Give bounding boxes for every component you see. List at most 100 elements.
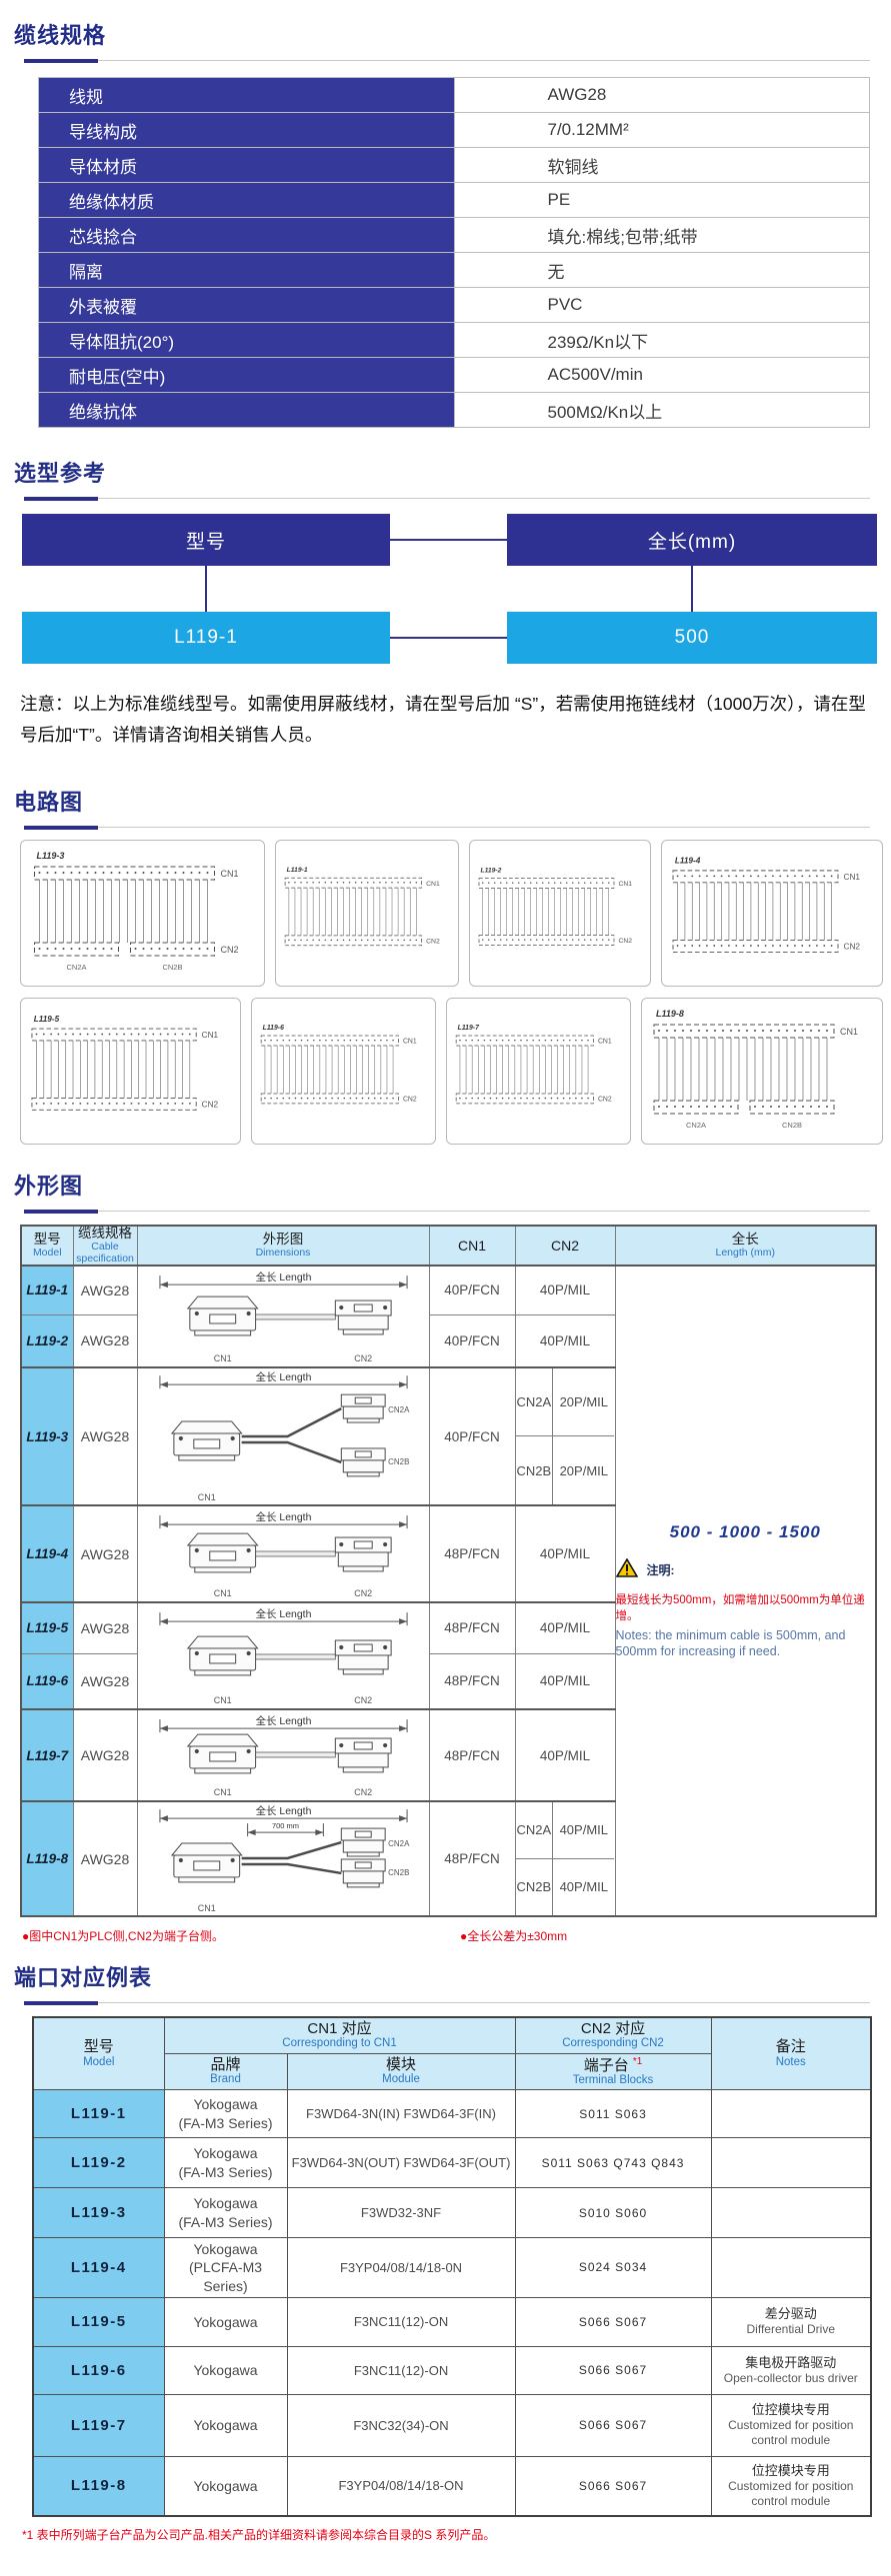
svg-text:CN2: CN2 xyxy=(354,1695,372,1705)
svg-text:CN1: CN1 xyxy=(844,873,861,882)
svg-text:CN1: CN1 xyxy=(213,1695,231,1705)
svg-text:全长 Length: 全长 Length xyxy=(255,1714,311,1727)
outline-model: L119-8 xyxy=(20,1800,74,1917)
outline-model: L119-7 xyxy=(20,1708,74,1802)
port-note-zh: 位控模块专用 xyxy=(751,2462,830,2478)
spec-value: PE xyxy=(453,182,870,218)
section-title-selection: 选型参考 xyxy=(14,461,107,486)
outline-spec: AWG28 xyxy=(72,1800,138,1917)
brand-line: (PLCFA-M3 Series) xyxy=(188,2259,263,2294)
svg-text:全长 Length: 全长 Length xyxy=(255,1804,311,1817)
port-module: F3YP04/08/14/18-0N xyxy=(286,2237,516,2298)
svg-text:CN2: CN2 xyxy=(403,1097,417,1104)
port-module: F3NC11(12)-ON xyxy=(286,2345,516,2395)
port-model: L119-4 xyxy=(32,2237,165,2298)
port-brand: Yokogawa(FA-M3 Series) xyxy=(163,2089,288,2139)
spec-row: 芯线捻合填允:棉线;包带;纸带 xyxy=(38,217,870,253)
port-model: L119-2 xyxy=(32,2137,165,2189)
outline-cn2: 40P/MIL xyxy=(514,1313,616,1368)
outline-footnote-1: ●图中CN1为PLC侧,CN2为端子台侧。 xyxy=(22,1929,224,1944)
cn2-split-value: 40P/MIL xyxy=(553,1802,615,1859)
cn2-split-tag: CN2A xyxy=(515,1368,554,1437)
spec-row: 隔离无 xyxy=(38,252,870,288)
outline-spec: AWG28 xyxy=(72,1265,138,1315)
port-module: F3NC11(12)-ON xyxy=(286,2296,516,2347)
outline-spec: AWG28 xyxy=(72,1652,138,1710)
port-note-en: Customized for position control module xyxy=(728,2418,854,2448)
outline-footnotes: ●图中CN1为PLC侧,CN2为端子台侧。 ●全长公差为±30mm xyxy=(22,1927,891,1944)
outline-spec: AWG28 xyxy=(72,1708,138,1802)
cn2-split-value: 20P/MIL xyxy=(553,1368,615,1437)
length-note-title: 注明: xyxy=(646,1563,675,1578)
svg-text:CN2A: CN2A xyxy=(388,1405,410,1414)
svg-text:CN2: CN2 xyxy=(354,1353,372,1363)
port-notes xyxy=(710,2237,872,2298)
svg-text:L119-3: L119-3 xyxy=(37,851,65,861)
length-header-box: 全长(mm) xyxy=(507,514,877,566)
spec-value: 无 xyxy=(453,252,870,288)
length-note-en: Notes: the minimum cable is 500mm, and 5… xyxy=(615,1627,846,1659)
svg-text:CN2A: CN2A xyxy=(388,1839,410,1848)
spec-label: 导体材质 xyxy=(38,147,455,183)
outline-cn1: 48P/FCN xyxy=(428,1708,516,1802)
outline-spec: AWG28 xyxy=(72,1601,138,1654)
selection-notice: 注意：以上为标准缆线型号。如需使用屏蔽线材，请在型号后加 “S”，若需使用拖链线… xyxy=(20,694,866,746)
svg-text:L119-7: L119-7 xyxy=(458,1025,480,1032)
brand-line: Yokogawa xyxy=(193,2241,258,2258)
length-value-box: 500 xyxy=(507,612,877,664)
cn2-split-value: 40P/MIL xyxy=(559,1879,608,1895)
svg-text:CN2: CN2 xyxy=(202,1101,219,1110)
port-terminal: S024 S034 xyxy=(514,2237,712,2298)
svg-text:CN1: CN1 xyxy=(197,1492,215,1502)
outline-cn2: 40P/MIL xyxy=(514,1708,616,1802)
svg-text:700 mm: 700 mm xyxy=(272,1821,299,1830)
outline-cn1: 48P/FCN xyxy=(428,1601,516,1654)
svg-text:CN1: CN1 xyxy=(403,1039,417,1046)
svg-text:L119-4: L119-4 xyxy=(675,857,701,866)
outline-cn1: 40P/FCN xyxy=(428,1265,516,1315)
brand-line: (FA-M3 Series) xyxy=(178,2213,273,2230)
outline-header-cn2: CN2 xyxy=(514,1225,616,1267)
port-terminal: S066 S067 xyxy=(514,2345,712,2395)
title-rule xyxy=(24,2001,870,2006)
section-title-circuit: 电路图 xyxy=(14,790,84,816)
title-rule xyxy=(24,59,870,63)
port-note-zh: 位控模块专用 xyxy=(751,2402,830,2418)
connector-line xyxy=(390,539,507,541)
